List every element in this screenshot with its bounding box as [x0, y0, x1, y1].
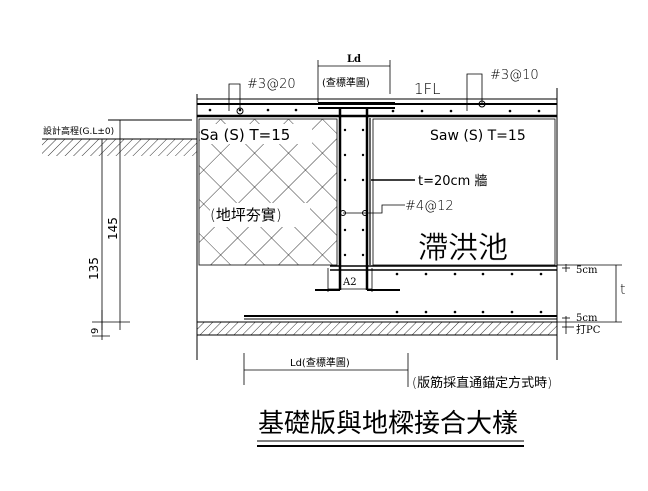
ld-top-dimension — [317, 60, 391, 102]
wall — [315, 108, 400, 291]
ld-top-note: (查標準圖) — [322, 76, 370, 89]
top-rebar-dots — [208, 108, 541, 113]
grade-level-label: 設計高程(G.L±0) — [43, 125, 114, 137]
slab-rebar-dots — [395, 272, 543, 314]
anchor-note: (版筋採直通錨定方式時) — [412, 375, 552, 391]
ld-bottom-label: Ld(查標準圖) — [290, 356, 350, 369]
cover-bottom: 5cm — [576, 313, 598, 324]
floor-level: 1FL — [414, 80, 441, 98]
rebar-top-right: #3@10 — [490, 68, 539, 83]
pc-layer — [197, 322, 557, 335]
pc-label: 打PC — [576, 323, 601, 336]
thickness-dimension — [557, 264, 622, 334]
a2-label: A2 — [342, 277, 357, 288]
pond-label: 滯洪池 — [418, 231, 508, 266]
height-dimensions — [92, 120, 130, 340]
foundation-slab — [197, 265, 557, 323]
ld-top-label: Ld — [347, 54, 361, 65]
fill-label: (地坪夯實) — [210, 206, 282, 224]
dim-135: 135 — [87, 257, 101, 280]
top-slab — [197, 98, 557, 118]
ground — [42, 119, 197, 156]
wall-label: t=20cm 牆 — [418, 174, 487, 189]
drawing-title: 基礎版與地樑接合大樣 — [258, 409, 518, 439]
wall-rebar-label: #4@12 — [405, 199, 454, 214]
cover-top: 5cm — [576, 265, 598, 276]
slab-left-label: Sa (S) T=15 — [200, 126, 290, 144]
dim-9: 9 — [90, 328, 101, 334]
pond-area — [372, 118, 556, 266]
dim-145: 145 — [106, 217, 120, 240]
slab-right-label: Saw (S) T=15 — [430, 128, 526, 144]
wall-rebar-dots — [343, 128, 365, 257]
ld-bottom-dimension — [243, 353, 409, 387]
thickness-label: t — [620, 282, 626, 298]
a2-dimension — [327, 268, 373, 292]
rebar-top-left: #3@20 — [247, 77, 296, 92]
